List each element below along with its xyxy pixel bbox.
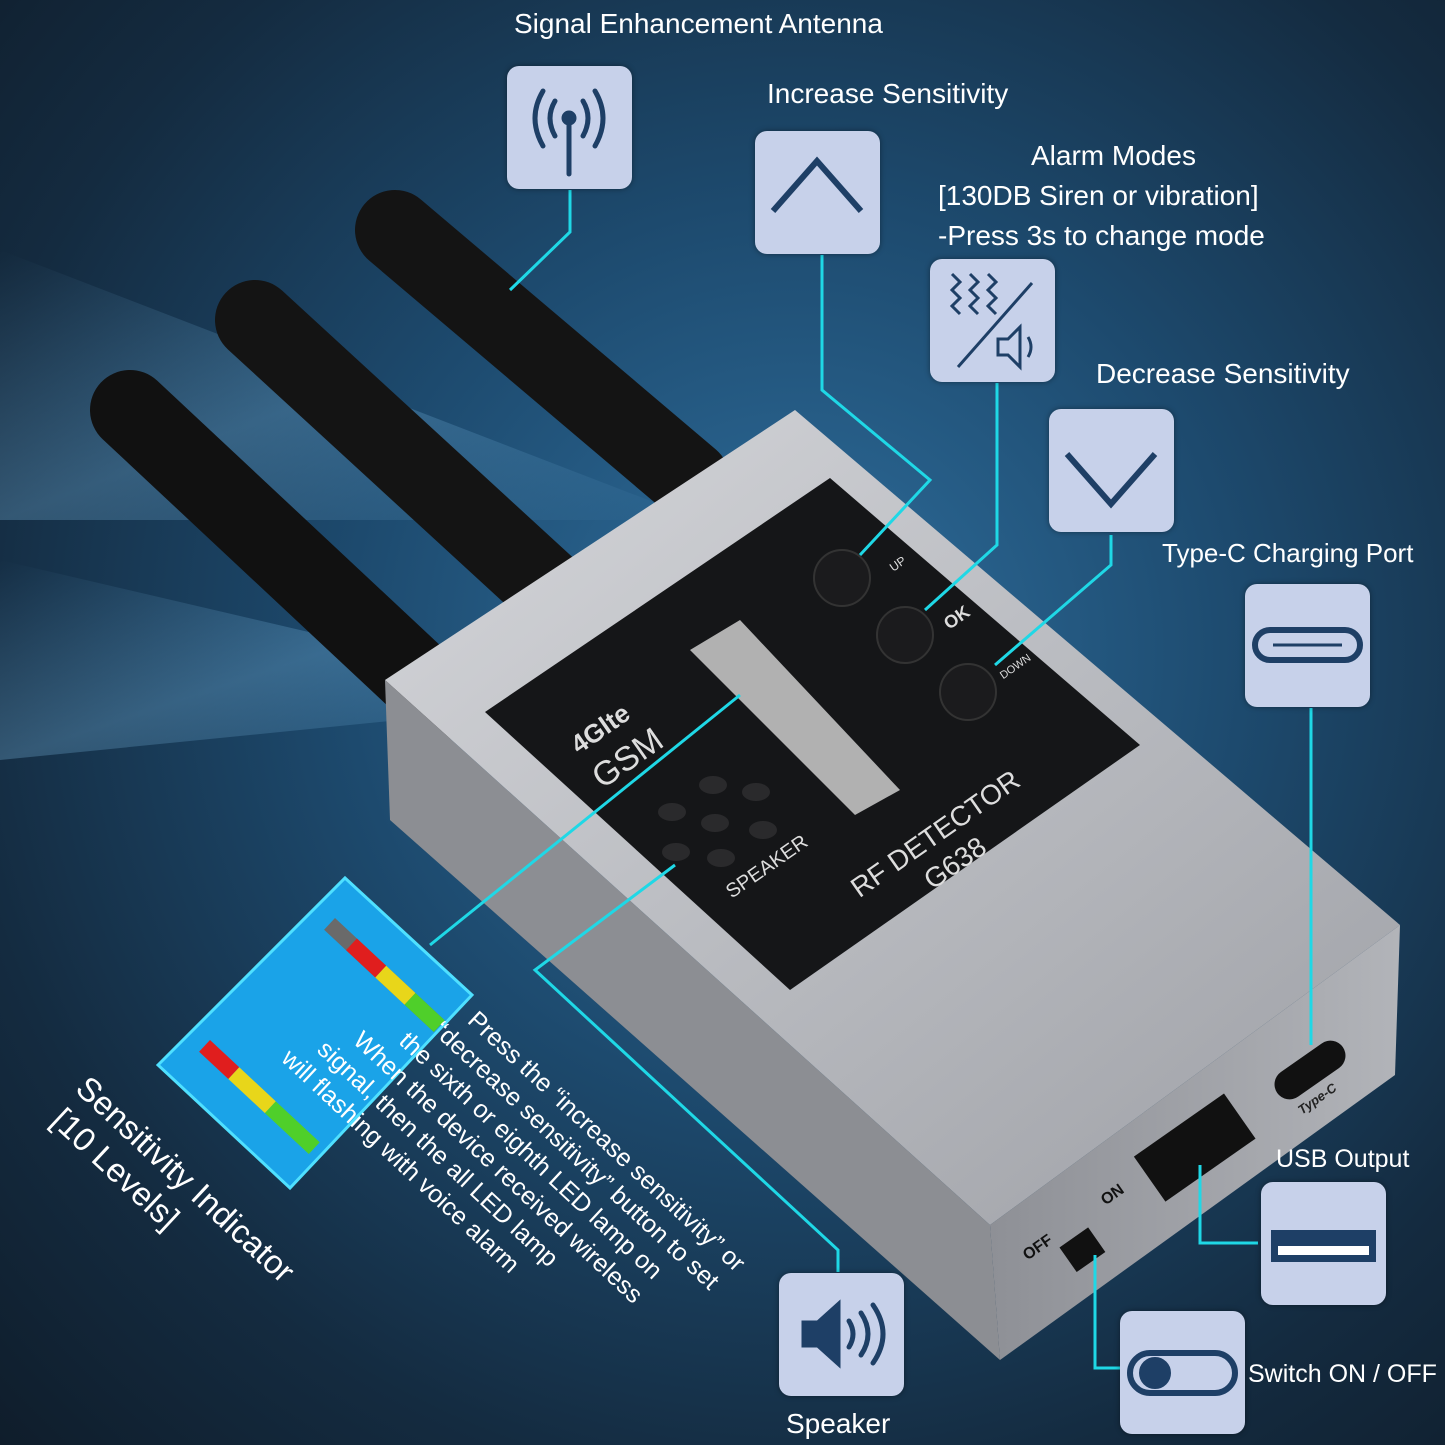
toggle-switch-icon [1127, 1350, 1238, 1396]
usb-port-icon [1271, 1230, 1376, 1262]
sensitivity-panel [155, 875, 475, 1191]
chevron-down-icon [1064, 452, 1158, 509]
chevron-up-icon [770, 156, 864, 213]
label-alarm-1: Alarm Modes [1031, 140, 1196, 171]
switch-icon-box [1120, 1311, 1245, 1434]
callout-lines [429, 190, 1313, 1370]
chevron-up-icon-box [755, 131, 880, 254]
label-increase: Increase Sensitivity [767, 78, 1009, 109]
device-buttons [813, 549, 997, 721]
vibration-mute-icon [949, 272, 1034, 371]
chevron-down-icon-box [1049, 409, 1174, 532]
usb-icon-box [1261, 1182, 1386, 1305]
antenna-icon [532, 88, 606, 177]
label-usb: USB Output [1276, 1145, 1410, 1173]
alarm-icon-box [930, 259, 1055, 382]
label-switch: Switch ON / OFF [1248, 1360, 1437, 1388]
label-alarm-3: -Press 3s to change mode [938, 220, 1265, 251]
antenna-icon-box [507, 66, 632, 189]
label-alarm-2: [130DB Siren or vibration] [938, 180, 1259, 211]
speaker-icon-box [779, 1273, 904, 1396]
usb-c-port-icon [1252, 627, 1363, 663]
label-decrease: Decrease Sensitivity [1096, 358, 1350, 389]
label-speaker: Speaker [786, 1408, 891, 1439]
typec-icon-box [1245, 584, 1370, 707]
label-antenna: Signal Enhancement Antenna [514, 8, 883, 39]
speaker-grille [658, 776, 777, 867]
device-ports [1059, 1040, 1346, 1273]
label-typec: Type-C Charging Port [1162, 538, 1414, 568]
led-bar [690, 620, 900, 815]
antennas [90, 190, 730, 740]
speaker-icon [801, 1299, 886, 1369]
